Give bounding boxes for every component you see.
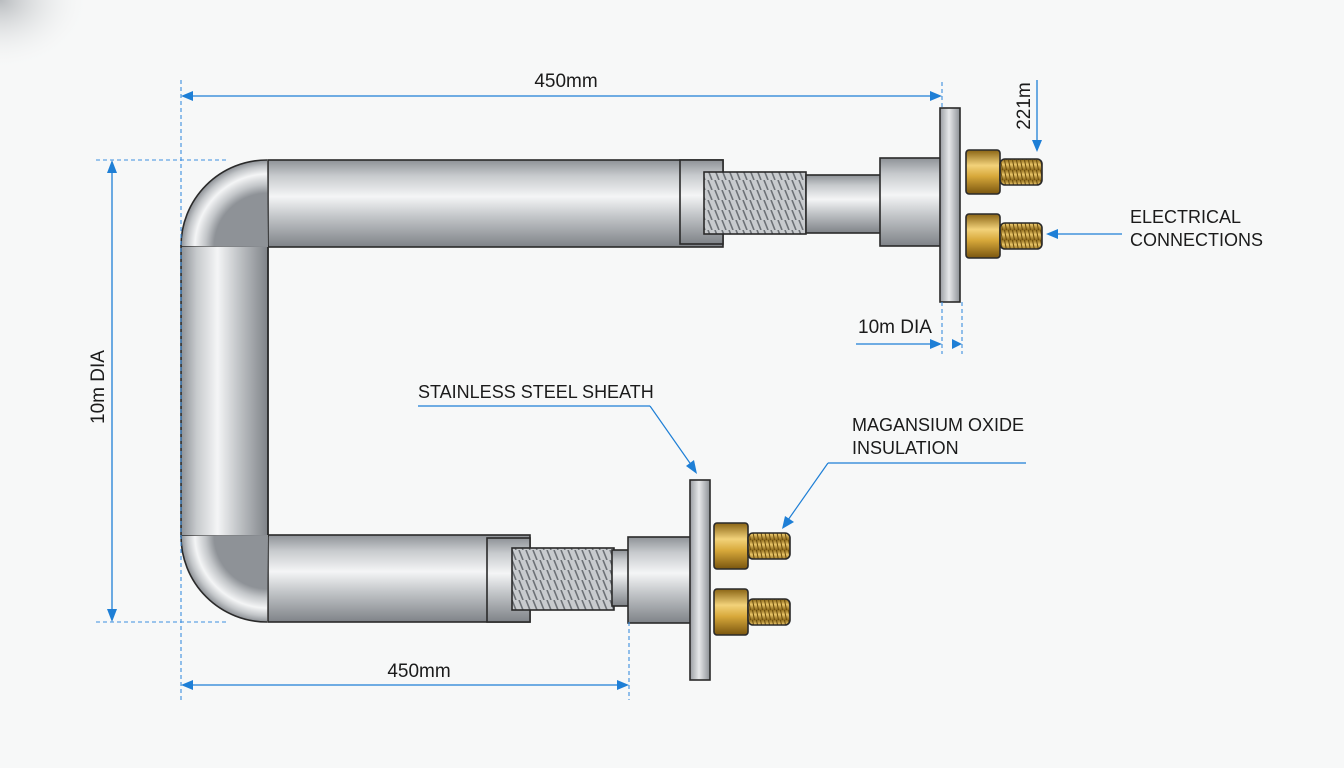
- bottom-coil-wire: [511, 547, 615, 611]
- insulation-label-line1: MAGANSIUM OXIDE: [852, 415, 1024, 435]
- top-flange-plate: [939, 107, 961, 303]
- bottom-stud-2: [747, 598, 791, 626]
- terminal-dia-label: 10m DIA: [858, 317, 932, 338]
- top-flange-boss: [879, 157, 943, 247]
- electrical-label-line1: ELECTRICAL: [1130, 207, 1241, 227]
- sheath-tube: [180, 159, 724, 623]
- top-stud-1: [999, 158, 1043, 186]
- dimension-bottom-length: 450mm: [181, 622, 630, 700]
- height-dia-label: 10m DIA: [88, 350, 109, 424]
- top-stud-2: [999, 222, 1043, 250]
- dimension-top-length: 450mm: [180, 71, 943, 700]
- bottom-length-label: 450mm: [387, 661, 450, 682]
- top-length-label: 450mm: [534, 71, 597, 92]
- corner-shade: [0, 0, 90, 70]
- top-terminal-pin: [805, 174, 883, 234]
- bottom-terminal-assembly: [486, 479, 791, 681]
- callout-electrical-connections: ELECTRICAL CONNECTIONS: [1046, 207, 1263, 250]
- bottom-flange-boss: [627, 536, 693, 624]
- bottom-nut-1: [713, 522, 749, 570]
- dimension-height: 10m DIA: [88, 159, 228, 623]
- callout-sheath: STAINLESS STEEL SHEATH: [418, 382, 697, 474]
- top-terminal-assembly: [679, 107, 1043, 303]
- bottom-stud-1: [747, 532, 791, 560]
- dimension-terminal-dia: 10m DIA: [856, 302, 963, 354]
- sheath-label: STAINLESS STEEL SHEATH: [418, 382, 654, 402]
- top-coil-wire: [703, 171, 807, 235]
- insulation-label-line2: INSULATION: [852, 438, 959, 458]
- top-nut-1: [965, 149, 1001, 195]
- callout-insulation: MAGANSIUM OXIDE INSULATION: [782, 415, 1026, 529]
- bottom-nut-2: [713, 588, 749, 636]
- dimension-stud: 221m: [1014, 80, 1042, 152]
- electrical-label-line2: CONNECTIONS: [1130, 230, 1263, 250]
- bottom-flange-plate: [689, 479, 711, 681]
- stud-length-label: 221m: [1014, 82, 1035, 130]
- top-nut-2: [965, 213, 1001, 259]
